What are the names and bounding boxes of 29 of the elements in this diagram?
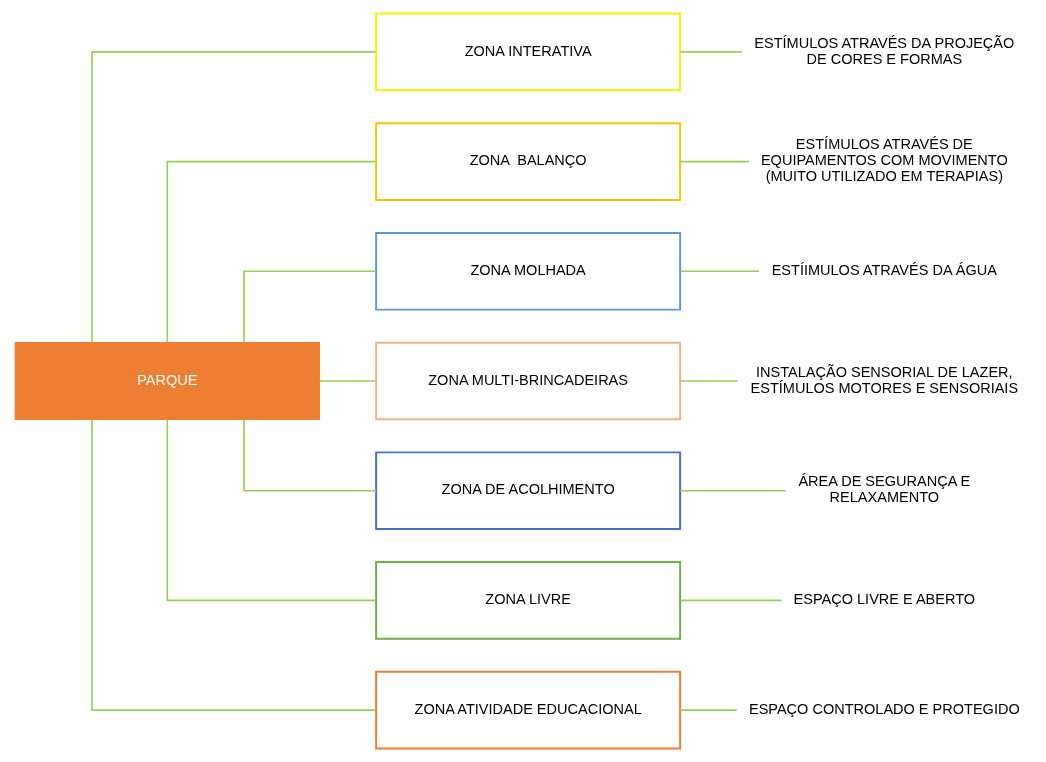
- connector: [678, 270, 760, 273]
- connector: [242, 418, 377, 492]
- connector: [678, 709, 737, 711]
- connector: [166, 418, 376, 602]
- node-text: ESTÍIMULOS ATRAVÉS DA ÁGUA: [771, 262, 997, 278]
- node-box: ZONA MOLHADA: [374, 231, 681, 311]
- connector: [678, 489, 787, 492]
- node-text: ÁREA DE SEGURANÇA E RELAXAMENTO: [797, 473, 970, 506]
- node-text: ESTÍMULOS ATRAVÉS DE EQUIPAMENTOS COM MOVIMENTO (MUITO UTILIZADO EM TERAPIAS): [760, 136, 1008, 185]
- connector: [90, 51, 376, 344]
- node-text: INSTALAÇÃO SENSORIAL DE LAZER, ESTÍMULOS MOTORES E SENSORIAIS: [750, 363, 1018, 396]
- connector: [678, 51, 743, 53]
- node-box: ZONA INTERATIVA: [374, 12, 681, 92]
- node-text: ESTÍMULOS ATRAVÉS DA PROJEÇÃO DE CORES E FORMAS: [753, 34, 1014, 67]
- node-text: ESPAÇO CONTROLADO E PROTEGIDO: [748, 700, 1020, 717]
- node-box: ZONA BALANÇO: [374, 122, 681, 201]
- connector: [678, 380, 739, 382]
- node-box: ZONA ATIVIDADE EDUCACIONAL: [374, 670, 681, 750]
- connector: [90, 418, 376, 711]
- node-text: ESPAÇO LIVRE E ABERTO: [793, 591, 975, 608]
- node-box: ZONA DE ACOLHIMENTO: [374, 451, 681, 531]
- connector: [318, 380, 376, 382]
- connector: [166, 160, 376, 344]
- node-box: PARQUE: [14, 342, 320, 420]
- connector: [678, 160, 750, 163]
- connector: [242, 270, 377, 344]
- node-box: ZONA MULTI-BRINCADEIRAS: [374, 341, 681, 421]
- node-box: ZONA LIVRE: [374, 561, 681, 640]
- connector: [678, 599, 782, 602]
